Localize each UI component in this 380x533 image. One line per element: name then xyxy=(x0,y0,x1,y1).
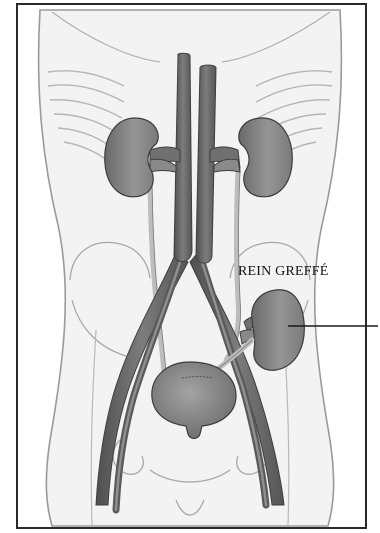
graft-kidney-label: REIN GREFFÉ xyxy=(238,264,329,280)
